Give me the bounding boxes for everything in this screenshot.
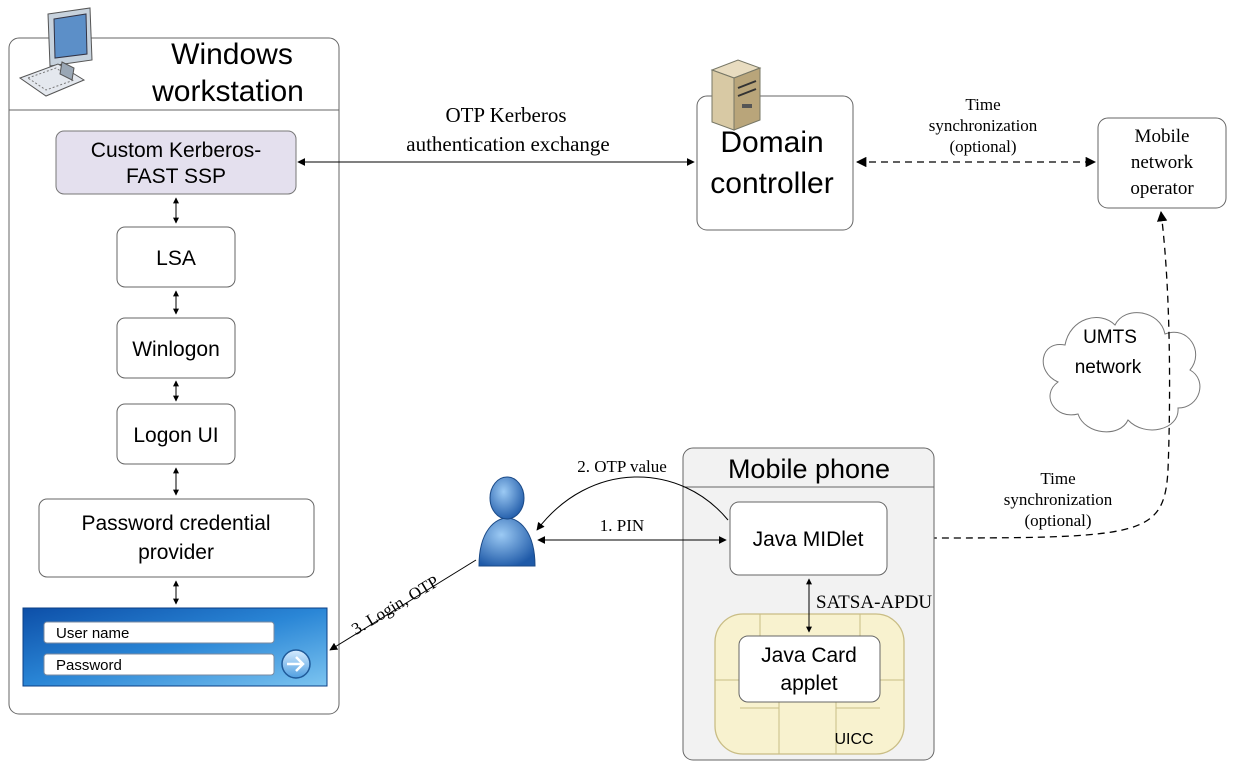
mobile-network-operator: Mobile network operator [1097, 117, 1227, 209]
time-sync-bottom-line3: (optional) [1024, 511, 1091, 530]
password-placeholder: Password [56, 657, 122, 674]
otp-value-arrow [536, 476, 729, 531]
arrow-right-icon [287, 656, 305, 672]
java-midlet-label: Java MIDlet [753, 528, 864, 551]
time-sync-bottom-line2: synchronization [1004, 490, 1113, 509]
provider-label-line2: provider [138, 541, 214, 564]
otp-value-label: 2. OTP value [577, 457, 667, 476]
user-icon [478, 476, 536, 567]
java-midlet-box [729, 501, 888, 576]
workstation-title-line2: workstation [151, 75, 304, 108]
otp-exchange-label-line1: OTP Kerberos [445, 103, 566, 127]
winlogon-box [116, 317, 236, 379]
pin-label: 1. PIN [600, 516, 644, 535]
ssp-label-line2: FAST SSP [126, 165, 226, 188]
provider-label-line1: Password credential [81, 512, 270, 535]
applet-label-line1: Java Card [761, 644, 857, 667]
operator-line2: network [1131, 152, 1194, 173]
umts-network-cloud: UMTS network [1042, 312, 1201, 433]
workstation-title-line1: Windows [171, 38, 293, 71]
mobile-phone: Mobile phone Java MIDlet UICC Java Card … [682, 447, 935, 761]
domain-controller: Domain controller [696, 59, 854, 231]
uicc-label: UICC [834, 731, 873, 748]
password-field[interactable] [43, 653, 275, 676]
otp-exchange-label-line2: authentication exchange [406, 132, 610, 156]
username-field[interactable] [43, 621, 275, 644]
username-placeholder: User name [56, 625, 129, 642]
logon-ui-label: Logon UI [133, 424, 218, 447]
domain-controller-line1: Domain [720, 126, 823, 159]
time-sync-bottom-line1: Time [1040, 469, 1075, 488]
login-otp-label: 3. Login, OTP [348, 572, 442, 639]
time-sync-top-line1: Time [965, 95, 1000, 114]
ssp-label-line1: Custom Kerberos- [91, 139, 261, 162]
logon-ui-box [116, 403, 236, 465]
umts-line2: network [1075, 357, 1142, 378]
domain-controller-line2: controller [710, 167, 833, 200]
umts-line1: UMTS [1083, 327, 1137, 348]
operator-line1: Mobile [1135, 126, 1190, 147]
applet-label-line2: applet [780, 672, 837, 695]
lsa-box [116, 226, 236, 288]
login-form: User name Password [22, 607, 328, 687]
lsa-label: LSA [156, 247, 196, 270]
credential-provider-box [38, 498, 315, 578]
winlogon-label: Winlogon [132, 338, 220, 361]
time-sync-top-line3: (optional) [949, 137, 1016, 156]
satsa-label: SATSA-APDU [816, 592, 932, 613]
mobile-phone-title: Mobile phone [728, 454, 890, 484]
submit-arrow-button[interactable] [281, 649, 311, 679]
server-icon [710, 59, 762, 131]
time-sync-top-line2: synchronization [929, 116, 1038, 135]
workstation-computer-icon [18, 7, 93, 97]
time-sync-bottom-arrow [888, 210, 1171, 544]
login-otp-arrow [329, 559, 477, 651]
operator-line3: operator [1130, 178, 1194, 199]
ssp-box [55, 130, 297, 195]
java-card-applet-box [738, 635, 881, 703]
windows-workstation: Windows workstation Custom Kerberos- FAS… [8, 7, 340, 715]
